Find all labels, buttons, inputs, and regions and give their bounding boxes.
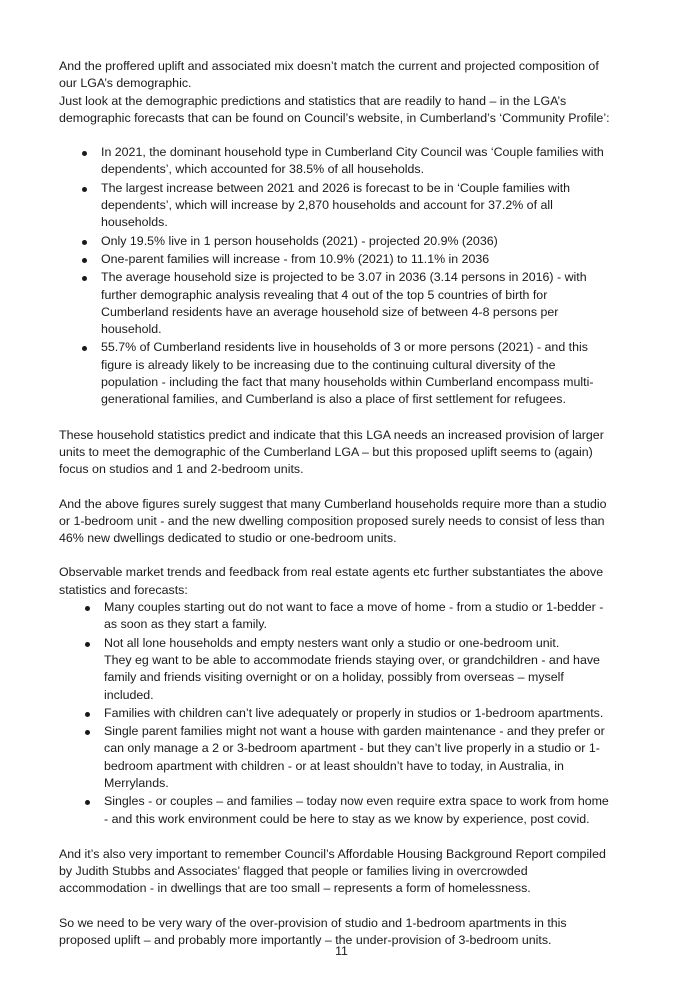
paragraph-spacer — [59, 547, 629, 564]
para-figures-suggest: And the above figures surely suggest tha… — [59, 496, 629, 548]
text-line: And the above figures surely suggest tha… — [59, 496, 607, 511]
text-line: And the proffered uplift and associated … — [59, 59, 599, 73]
paragraph-spacer — [59, 829, 629, 846]
text-line: - and this work environment could be her… — [104, 811, 590, 826]
paragraph-spacer — [59, 410, 629, 427]
text-line: Just look at the demographic predictions… — [59, 93, 567, 108]
bullet-icon — [85, 730, 90, 736]
text-line: our LGA’s demographic. — [59, 76, 192, 91]
text-line: The average household size is projected … — [101, 270, 587, 285]
text-line: Families with children can’t live adequa… — [104, 705, 604, 720]
paragraph-spacer — [59, 898, 629, 915]
para-intro: And the proffered uplift and associated … — [59, 58, 629, 127]
text-line: bedroom apartment with children - or at … — [104, 758, 564, 773]
bullet-icon — [82, 239, 87, 245]
text-line: statistics and forecasts: — [59, 582, 188, 597]
text-line: further demographic analysis revealing t… — [101, 287, 548, 302]
text-line: Singles - or couples – and families – to… — [104, 794, 609, 809]
para-market-trends: Observable market trends and feedback fr… — [59, 564, 629, 599]
bullet-icon — [82, 151, 87, 157]
text-line: accommodation - in dwellings that are to… — [59, 881, 531, 896]
text-line: Merrylands. — [104, 775, 169, 790]
demographics-bullet-list: In 2021, the dominant household type in … — [59, 144, 629, 408]
page-body: And the proffered uplift and associated … — [59, 58, 629, 949]
bullet-icon — [82, 257, 87, 263]
para-conclusion: So we need to be very wary of the over-p… — [59, 915, 629, 950]
market-trends-bullet-list: Many couples starting out do not want to… — [59, 599, 629, 828]
bullet-icon — [85, 606, 90, 612]
list-item: The average household size is projected … — [59, 269, 629, 338]
text-line: So we need to be very wary of the over-p… — [59, 915, 567, 930]
bullet-icon — [85, 641, 90, 647]
text-line: household. — [101, 322, 162, 337]
text-line: One-parent families will increase - from… — [101, 251, 490, 266]
text-line: Not all lone households and empty nester… — [104, 635, 560, 650]
list-item: Single parent families might not want a … — [59, 723, 629, 792]
text-line: dependents’, which will increase by 2,87… — [101, 198, 553, 213]
text-line: population - including the fact that man… — [101, 375, 594, 390]
page-number: 11 — [335, 944, 348, 958]
text-line: households. — [101, 215, 168, 230]
text-line: Many couples starting out do not want to… — [104, 600, 604, 615]
list-item: 55.7% of Cumberland residents live in ho… — [59, 339, 629, 408]
text-line: 55.7% of Cumberland residents live in ho… — [101, 340, 588, 355]
text-line: Single parent families might not want a … — [104, 724, 605, 739]
list-item: Singles - or couples – and families – to… — [59, 793, 629, 828]
text-line: proposed uplift – and probably more impo… — [59, 933, 552, 948]
text-line: included. — [104, 687, 154, 702]
text-line: units to meet the demographic of the Cum… — [59, 444, 593, 459]
text-line: The largest increase between 2021 and 20… — [101, 180, 571, 195]
text-line: In 2021, the dominant household type in … — [101, 145, 604, 160]
list-item: Not all lone households and empty nester… — [59, 635, 629, 704]
para-household-statistics: These household statistics predict and i… — [59, 427, 629, 479]
list-item: One-parent families will increase - from… — [59, 251, 629, 268]
text-line: And it’s also very important to remember… — [59, 846, 606, 861]
list-item: The largest increase between 2021 and 20… — [59, 180, 629, 232]
text-line: Only 19.5% live in 1 person households (… — [101, 233, 498, 248]
text-line: Cumberland residents have an average hou… — [101, 304, 559, 319]
text-line: These household statistics predict and i… — [59, 427, 604, 442]
list-item: Only 19.5% live in 1 person households (… — [59, 233, 629, 250]
list-item: Many couples starting out do not want to… — [59, 599, 629, 634]
paragraph-spacer — [59, 479, 629, 496]
bullet-icon — [85, 711, 90, 717]
text-line: 46% new dwellings dedicated to studio or… — [59, 531, 397, 546]
para-affordable-housing: And it’s also very important to remember… — [59, 846, 629, 898]
text-line: or 1-bedroom unit - and the new dwelling… — [59, 513, 605, 528]
bullet-icon — [82, 186, 87, 192]
text-line: demographic forecasts that can be found … — [59, 110, 610, 125]
text-line: They eg want to be able to accommodate f… — [104, 652, 600, 667]
bullet-icon — [82, 346, 87, 352]
text-line: figure is already likely to be increasin… — [101, 357, 556, 372]
text-line: family and friends visiting overnight or… — [104, 670, 564, 685]
text-line: generational families, and Cumberland is… — [101, 392, 566, 407]
text-line: focus on studios and 1 and 2-bedroom uni… — [59, 462, 304, 477]
text-line: by Judith Stubbs and Associates’ flagged… — [59, 864, 528, 879]
bullet-icon — [85, 800, 90, 806]
text-line: as soon as they start a family. — [104, 617, 267, 632]
list-item: Families with children can’t live adequa… — [59, 705, 629, 722]
text-line: can only manage a 2 or 3-bedroom apartme… — [104, 741, 600, 756]
text-line: dependents’, which accounted for 38.5% o… — [101, 162, 425, 177]
bullet-icon — [82, 276, 87, 282]
text-line: Observable market trends and feedback fr… — [59, 565, 604, 580]
list-item: In 2021, the dominant household type in … — [59, 144, 629, 179]
